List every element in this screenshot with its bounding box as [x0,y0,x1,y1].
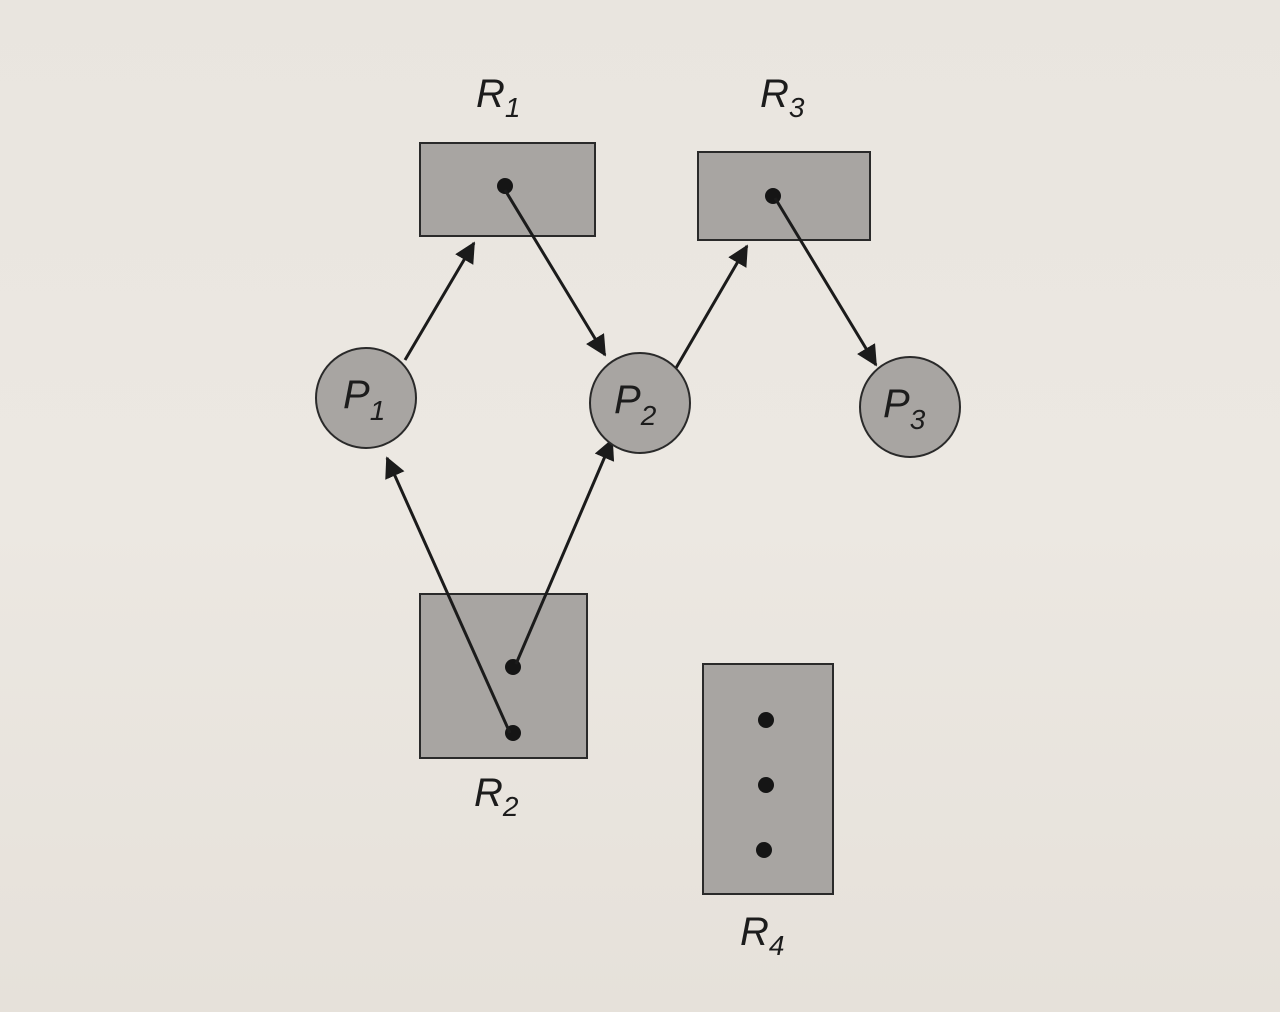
resource-r4-instance [758,777,774,793]
resource-r3: R3 [697,72,871,241]
edges [385,189,878,734]
resource-r1: R1 [419,72,596,237]
resource-r4-instance [756,842,772,858]
process-p3: P3 [859,356,961,458]
resource-r2: R2 [419,593,588,822]
edge-r1-p2-arrow [503,189,607,357]
edge-r3-p3-arrow [773,197,878,367]
resource-r4-label: R4 [740,910,784,961]
resource-r3-box [697,151,871,241]
resource-r3-label: R3 [760,72,805,123]
edge-p1-r1-arrow [403,241,476,361]
resource-r4: R4 [702,663,834,961]
process-p3-node [859,356,961,458]
edge-r2-p2-arrow [514,438,615,665]
resource-r2-label: R2 [474,771,519,822]
process-p2-node [589,352,691,454]
process-p2: P2 [589,352,691,454]
process-p1: P1 [315,347,417,449]
process-p2-label: P2 [614,378,657,431]
resource-r1-instance [497,178,513,194]
process-p3-label: P3 [883,382,926,435]
edge-r2-p1-arrow [385,456,512,734]
process-p1-label: P1 [343,373,385,426]
edge-p2-r3-arrow [674,244,749,369]
resource-r4-instance [758,712,774,728]
resource-r1-label: R1 [476,72,520,123]
process-p1-node [315,347,417,449]
resource-r2-box [419,593,588,759]
